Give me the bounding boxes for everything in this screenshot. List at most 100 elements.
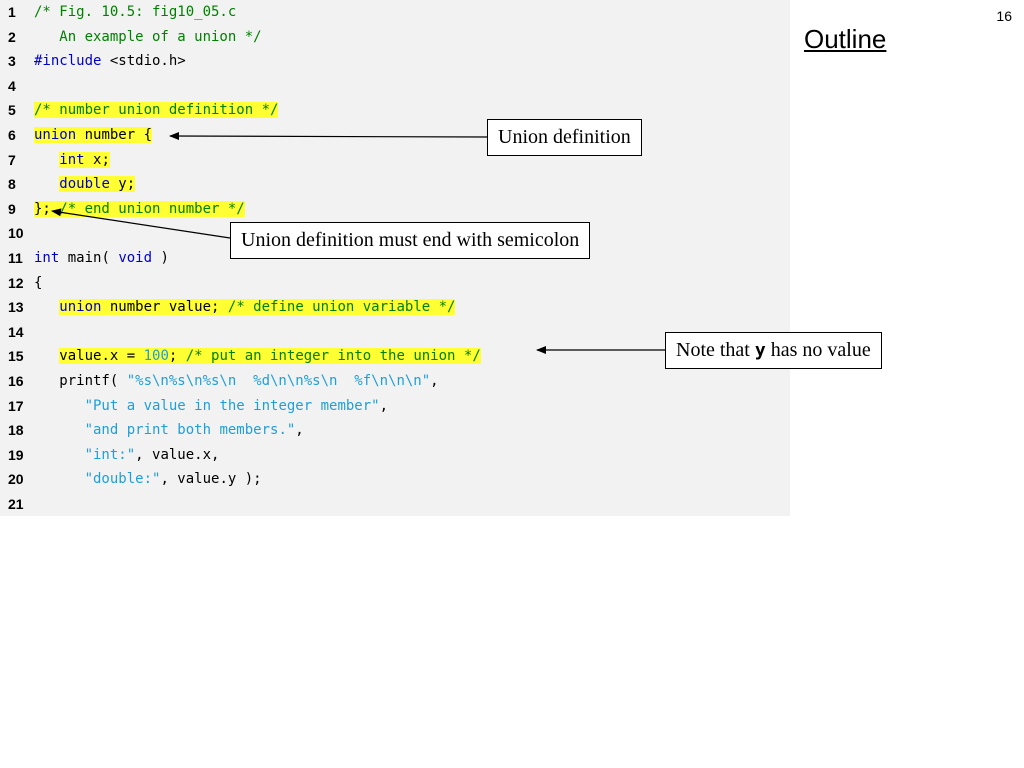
line-number: 2 (8, 28, 16, 45)
code-token: An example of a union */ (34, 28, 262, 45)
code-token: printf( (34, 373, 127, 389)
code-line: 19 "int:", value.x, (0, 443, 790, 467)
line-number: 12 (8, 274, 24, 291)
line-number: 20 (8, 471, 24, 488)
outline-link[interactable]: Outline (804, 24, 887, 54)
code-text: "int:", value.x, (34, 443, 220, 467)
code-line: 12 { (0, 271, 790, 295)
code-token: number value; (101, 299, 228, 316)
code-token: double (59, 176, 110, 193)
line-number: 9 (8, 200, 16, 217)
code-listing-panel: 1 /* Fig. 10.5: fig10_05.c 2 An example of… (0, 0, 790, 516)
line-number: 16 (8, 373, 24, 389)
line-number: 13 (8, 299, 24, 316)
code-token: "and print both members." (84, 422, 296, 439)
code-line: 14 (0, 320, 790, 344)
code-token (34, 471, 85, 487)
code-token: /* Fig. 10.5: fig10_05.c (34, 4, 237, 20)
callout-no-value-code: y (754, 340, 766, 361)
callout-no-value-suffix: has no value (765, 339, 871, 361)
code-token: main( (59, 250, 119, 266)
line-number: 15 (8, 348, 24, 365)
code-line: 3#include <stdio.h> (0, 49, 790, 73)
code-line: 21 (0, 492, 790, 516)
line-number: 6 (8, 127, 16, 143)
code-token: /* end union number */ (50, 200, 245, 217)
code-line: 15 value.x = 100; /* put an integer into… (0, 344, 790, 368)
code-token (34, 176, 59, 192)
code-token: int (59, 151, 85, 168)
code-token: "Put a value in the integer member" (84, 397, 380, 414)
code-line: 18 "and print both members.", (0, 418, 790, 442)
code-line: 8 double y; (0, 172, 790, 196)
callout-semicolon: Union definition must end with semicolon (230, 222, 591, 259)
line-number: 17 (8, 397, 24, 414)
code-line: 20 "double:", value.y ); (0, 467, 790, 491)
slide-page-number: 16 (996, 8, 1012, 24)
code-token: }; (34, 200, 51, 217)
code-token: value.x = (59, 348, 144, 365)
code-token: , (379, 397, 389, 414)
line-number: 10 (8, 225, 24, 242)
code-line: 1 /* Fig. 10.5: fig10_05.c (0, 0, 790, 24)
code-text: int x; (34, 148, 110, 172)
code-token: #include (34, 53, 110, 70)
code-token: <stdio.h> (109, 53, 186, 70)
code-token: /* define union variable */ (227, 299, 456, 316)
code-line: 6 union number { (0, 123, 790, 147)
code-line: 13 union number value; /* define union v… (0, 295, 790, 319)
callout-union-definition-text: Union definition (498, 126, 631, 148)
callout-semicolon-text: Union definition must end with semicolon (241, 229, 580, 251)
code-line: 17 "Put a value in the integer member", (0, 394, 790, 418)
code-line: 10 (0, 221, 790, 245)
line-number: 11 (8, 250, 23, 266)
line-number: 5 (8, 102, 16, 119)
line-number: 7 (8, 151, 16, 168)
line-number: 19 (8, 446, 24, 463)
code-token: /* put an integer into the union */ (185, 348, 481, 365)
line-number: 14 (8, 323, 24, 340)
code-text: double y; (34, 172, 136, 196)
code-token: void (118, 250, 153, 266)
code-text: /* Fig. 10.5: fig10_05.c (34, 0, 236, 24)
code-token: { (34, 274, 43, 291)
code-token: union (34, 127, 77, 143)
code-text: An example of a union */ (34, 25, 262, 49)
callout-no-value: Note that y has no value (665, 332, 882, 369)
line-number: 8 (8, 176, 16, 193)
code-token (34, 422, 85, 438)
callout-union-definition: Union definition (487, 119, 642, 156)
code-token: , value.x, (135, 446, 220, 463)
line-number: 18 (8, 422, 24, 439)
code-token (34, 299, 59, 315)
code-text: }; /* end union number */ (34, 197, 245, 221)
code-text: "double:", value.y ); (34, 467, 262, 491)
code-token: int (34, 250, 60, 266)
code-token: ) (152, 250, 169, 266)
code-token: union (59, 299, 102, 316)
code-text: value.x = 100; /* put an integer into th… (34, 344, 481, 368)
line-number: 1 (8, 4, 16, 20)
code-line: 4 (0, 74, 790, 98)
code-line: 5 /* number union definition */ (0, 98, 790, 122)
code-text: "and print both members.", (34, 418, 304, 442)
code-text: int main( void ) (34, 246, 169, 270)
code-token: "%s\n%s\n%s\n %d\n\n%s\n %f\n\n\n" (126, 373, 431, 389)
code-text: #include <stdio.h> (34, 49, 186, 73)
code-token: ; (168, 348, 186, 365)
code-token: y; (109, 176, 136, 193)
code-text: /* number union definition */ (34, 98, 279, 122)
code-line: 9}; /* end union number */ (0, 197, 790, 221)
code-token: , (295, 422, 304, 439)
code-line: 11 int main( void ) (0, 246, 790, 270)
code-token (34, 152, 59, 168)
code-token: , value.y ); (160, 471, 262, 488)
code-text: "Put a value in the integer member", (34, 394, 388, 418)
code-text: { (34, 271, 42, 295)
code-token (34, 398, 85, 414)
code-line: 7 int x; (0, 148, 790, 172)
line-number: 4 (8, 77, 16, 94)
code-token (34, 348, 59, 364)
code-token: number { (76, 127, 153, 143)
code-token (34, 447, 85, 463)
